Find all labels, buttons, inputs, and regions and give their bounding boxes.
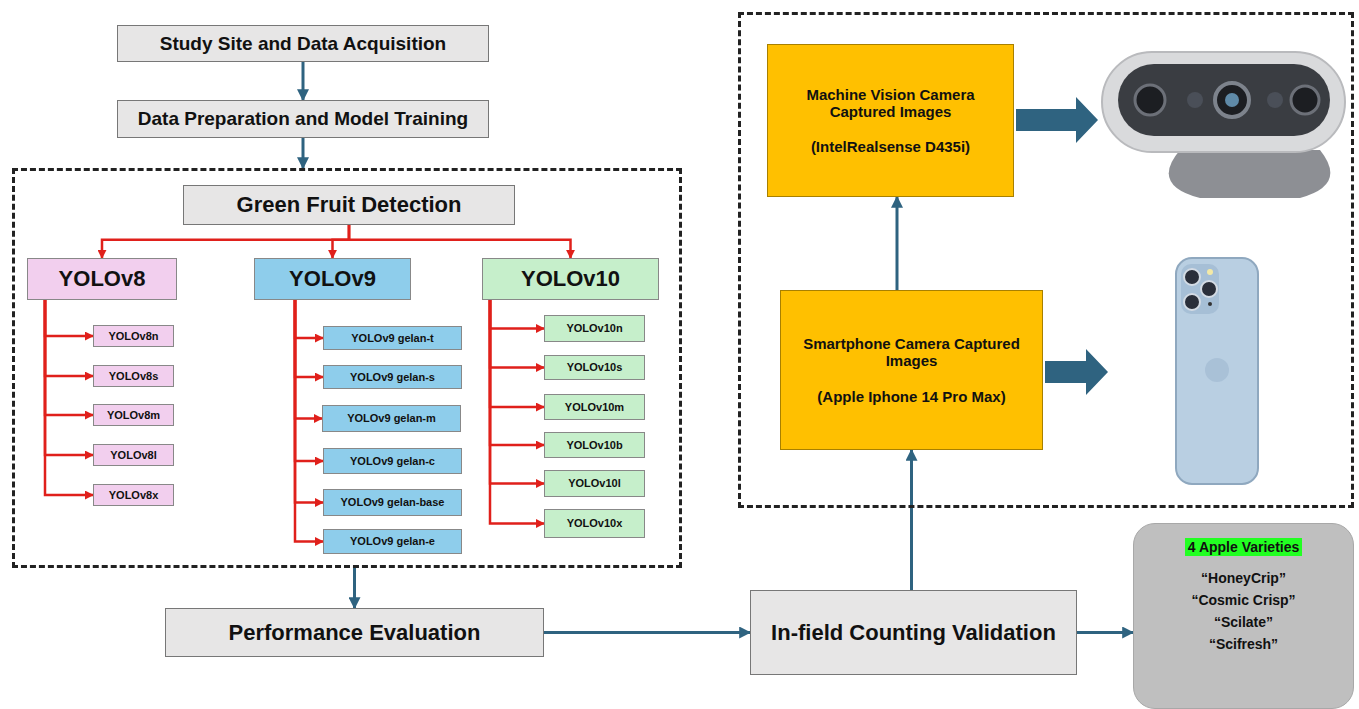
node-title: YOLOv10s [567,361,623,374]
branch-arrow [102,225,349,258]
node-title: Green Fruit Detection [237,192,462,217]
node-text: (Apple Iphone 14 Pro Max) [817,388,1005,405]
model-family-box: YOLOv9 [254,258,411,300]
node-title: YOLOv10m [565,401,624,414]
branch-arrow [349,225,571,258]
flow-arrow [1077,631,1133,634]
branch-arrow [333,225,350,258]
flow-arrow [896,197,899,290]
node-title: YOLOv10b [566,439,622,452]
branch-arrow [490,300,544,329]
model-variant-box: YOLOv10b [544,432,645,458]
picture-arrow [1045,349,1108,395]
node-text: “HoneyCrip” [1201,570,1286,586]
process-box: Performance Evaluation [165,608,544,657]
model-variant-box: YOLOv9 gelan-t [323,326,462,350]
node-title: YOLOv9 gelan-s [350,371,435,384]
flow-arrow [302,138,305,168]
node-title: YOLOv10n [566,322,622,335]
smartphone-picture [1176,258,1258,484]
process-box: Green Fruit Detection [183,185,515,225]
flow-arrow [910,450,913,590]
branch-arrow [490,300,544,368]
camera-box: Machine Vision Camera Captured Images (In… [767,44,1014,197]
node-title: YOLOv8x [109,489,159,502]
process-box: Study Site and Data Acquisition [117,25,489,62]
model-variant-box: YOLOv10x [544,509,645,538]
process-box: Data Preparation and Model Training [117,100,489,138]
node-title: YOLOv8l [110,449,156,462]
branch-arrow [45,300,93,415]
model-variant-box: YOLOv9 gelan-base [323,489,462,516]
branch-arrow [490,300,544,407]
model-variant-box: YOLOv8x [93,484,174,506]
camera-box: Smartphone Camera Captured Images (Apple … [780,290,1043,450]
node-title: YOLOv10l [568,477,621,490]
node-title: YOLOv8n [108,330,158,343]
node-title: YOLOv8s [109,370,159,383]
node-title: YOLOv10 [521,266,620,291]
node-title: 4 Apple Varieties [1185,538,1303,556]
branch-arrow [45,300,93,376]
node-title: YOLOv9 [289,266,376,291]
node-title: YOLOv9 gelan-m [347,412,436,425]
model-variant-box: YOLOv8n [93,325,174,347]
flow-arrow [544,631,750,634]
branch-arrow [295,300,323,542]
picture-arrow [1016,97,1098,143]
node-title: YOLOv9 gelan-e [350,535,435,548]
node-title: Study Site and Data Acquisition [160,33,446,55]
model-family-box: YOLOv10 [482,258,659,300]
model-variant-box: YOLOv9 gelan-m [322,405,461,432]
node-text: (IntelRealsense D435i) [811,138,970,155]
model-variant-box: YOLOv8l [93,444,174,466]
branch-arrow [490,300,544,445]
model-variant-box: YOLOv10n [544,315,645,342]
node-title: Machine Vision Camera Captured Images [780,86,1001,121]
branch-arrow [295,300,323,461]
dashed-group: Machine Vision Camera Captured Images (In… [738,12,1354,508]
model-variant-box: YOLOv9 gelan-e [323,529,462,554]
node-title: YOLOv8m [107,409,160,422]
node-title: YOLOv10x [567,517,623,530]
process-box: In-field Counting Validation [750,590,1077,675]
node-title: In-field Counting Validation [771,620,1056,645]
node-text: “Scilate” [1214,614,1273,630]
model-variant-box: YOLOv9 gelan-c [323,448,462,474]
branch-arrow [295,300,323,377]
dashed-group: Green Fruit DetectionYOLOv8YOLOv8nYOLOv8… [12,168,682,568]
branch-arrow [295,300,323,503]
model-variant-box: YOLOv10l [544,470,645,497]
branch-arrow [45,300,93,455]
variety-box: 4 Apple Varieties “HoneyCrip” “Cosmic Cris… [1133,523,1354,709]
branch-arrow [490,300,544,524]
model-variant-box: YOLOv8s [93,365,174,387]
model-variant-box: YOLOv9 gelan-s [323,365,462,389]
branch-arrow [490,300,544,484]
node-title: YOLOv8 [59,266,146,291]
flow-arrow [302,62,305,100]
branch-arrow [295,300,323,338]
model-variant-box: YOLOv8m [93,404,174,426]
node-text: “Scifresh” [1209,636,1278,652]
model-variant-box: YOLOv10m [544,394,645,420]
node-title: Smartphone Camera Captured Images [793,335,1030,370]
branch-arrow [45,300,93,336]
node-text: “Cosmic Crisp” [1191,592,1295,608]
flow-arrow [353,568,356,608]
branch-arrow [45,300,93,495]
node-title: YOLOv9 gelan-t [351,332,434,345]
node-title: Performance Evaluation [229,620,481,645]
node-title: Data Preparation and Model Training [138,108,468,130]
branch-arrow [295,300,322,419]
model-family-box: YOLOv8 [27,258,177,300]
depth-camera-picture [1102,52,1345,198]
node-title: YOLOv9 gelan-c [350,455,435,468]
node-title: YOLOv9 gelan-base [341,496,445,509]
model-variant-box: YOLOv10s [544,355,645,380]
